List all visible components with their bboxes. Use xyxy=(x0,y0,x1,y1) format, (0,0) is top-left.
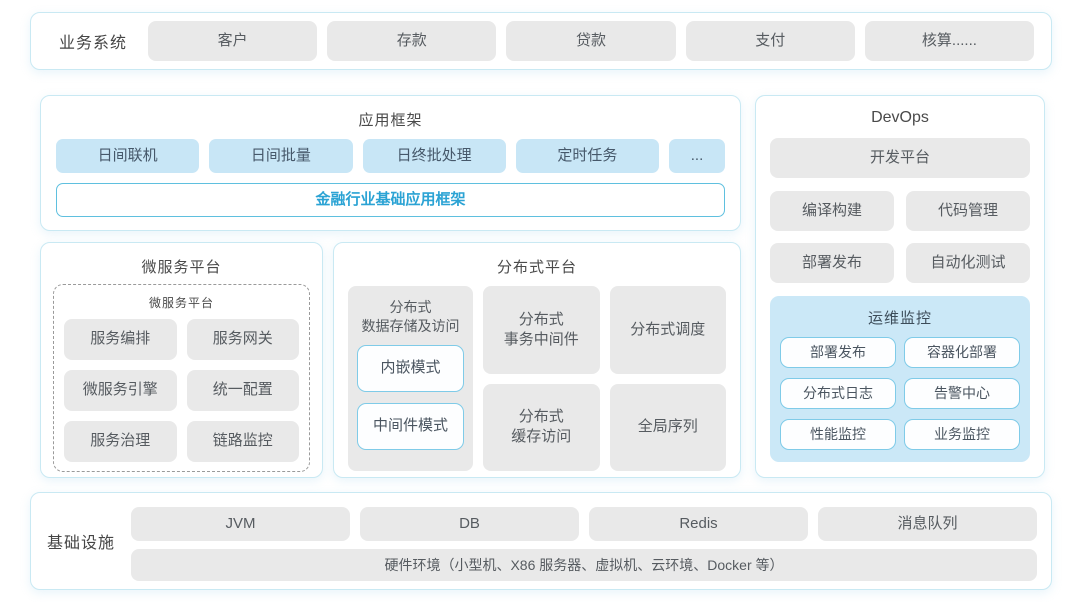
infrastructure-label: 基础设施 xyxy=(46,535,115,552)
devops-node-deploy: 部署发布 xyxy=(770,243,894,283)
dist-mode-middleware: 中间件模式 xyxy=(357,402,464,450)
business-system-node-deposit: 存款 xyxy=(327,21,497,61)
app-module-eod-batch: 日终批处理 xyxy=(362,139,506,173)
distributed-items: 分布式 数据存储及访问 内嵌模式 中间件模式 分布式 事务中间件 分布式调度 分… xyxy=(348,286,726,471)
devops-tools: 编译构建 代码管理 部署发布 自动化测试 xyxy=(770,191,1030,283)
micro-node-orchestration: 服务编排 xyxy=(64,319,177,360)
business-system-node-loan: 贷款 xyxy=(506,21,676,61)
micro-node-unified-config: 统一配置 xyxy=(186,370,299,411)
micro-node-governance: 服务治理 xyxy=(64,421,177,462)
micro-node-engine: 微服务引擎 xyxy=(64,370,177,411)
ops-monitoring-items: 部署发布 容器化部署 分布式日志 告警中心 性能监控 业务监控 xyxy=(780,337,1020,450)
monitor-node-perf-monitor: 性能监控 xyxy=(780,419,896,450)
microservice-items: 服务编排 服务网关 微服务引擎 统一配置 服务治理 链路监控 xyxy=(64,319,299,462)
section-business-systems: 业务系统 客户 存款 贷款 支付 核算...... xyxy=(30,12,1052,70)
dist-node-scheduling: 分布式调度 xyxy=(609,286,726,374)
devops-node-dev-platform: 开发平台 xyxy=(770,138,1030,178)
monitor-node-alert-center: 告警中心 xyxy=(904,378,1020,409)
section-app-framework: 应用框架 日间联机 日间批量 日终批处理 定时任务 ... 金融行业基础应用框架 xyxy=(40,95,741,231)
app-module-daytime-batch: 日间批量 xyxy=(209,139,353,173)
business-systems-label: 业务系统 xyxy=(58,35,127,52)
section-distributed-platform: 分布式平台 分布式 数据存储及访问 内嵌模式 中间件模式 分布式 事务中间件 分… xyxy=(333,242,741,478)
infra-node-redis: Redis xyxy=(589,507,808,541)
dist-mode-embedded: 内嵌模式 xyxy=(357,344,464,392)
devops-node-build: 编译构建 xyxy=(770,191,894,231)
app-framework-title: 应用框架 xyxy=(358,112,423,129)
monitor-node-container-deploy: 容器化部署 xyxy=(904,337,1020,368)
devops-node-auto-test: 自动化测试 xyxy=(906,243,1030,283)
microservice-inner-title: 微服务平台 xyxy=(148,296,214,310)
monitor-node-distributed-log: 分布式日志 xyxy=(780,378,896,409)
ops-monitoring-group: 运维监控 部署发布 容器化部署 分布式日志 告警中心 性能监控 业务监控 xyxy=(770,296,1030,462)
dist-storage-label: 分布式 数据存储及访问 xyxy=(361,299,460,334)
dist-node-transaction-mw: 分布式 事务中间件 xyxy=(483,286,600,374)
dist-node-cache-access: 分布式 缓存访问 xyxy=(483,383,600,471)
base-app-framework-node: 金融行业基础应用框架 xyxy=(56,183,725,217)
ops-monitoring-title: 运维监控 xyxy=(867,310,932,327)
infra-node-hardware-env: 硬件环境（小型机、X86 服务器、虚拟机、云环境、Docker 等） xyxy=(131,549,1037,581)
micro-node-gateway: 服务网关 xyxy=(186,319,299,360)
app-framework-modules: 日间联机 日间批量 日终批处理 定时任务 ... xyxy=(56,139,725,173)
micro-node-trace-monitor: 链路监控 xyxy=(186,421,299,462)
devops-title: DevOps xyxy=(871,109,929,126)
section-microservice-platform: 微服务平台 微服务平台 服务编排 服务网关 微服务引擎 统一配置 服务治理 链路… xyxy=(40,242,323,478)
section-devops: DevOps 开发平台 编译构建 代码管理 部署发布 自动化测试 运维监控 部署… xyxy=(755,95,1045,478)
distributed-platform-title: 分布式平台 xyxy=(496,259,577,276)
devops-node-code-mgmt: 代码管理 xyxy=(906,191,1030,231)
business-system-node-payment: 支付 xyxy=(685,21,855,61)
infra-node-mq: 消息队列 xyxy=(818,507,1037,541)
monitor-node-business-monitor: 业务监控 xyxy=(904,419,1020,450)
microservice-inner-group: 微服务平台 服务编排 服务网关 微服务引擎 统一配置 服务治理 链路监控 xyxy=(53,284,310,472)
dist-node-global-sequence: 全局序列 xyxy=(609,383,726,471)
infra-node-jvm: JVM xyxy=(131,507,350,541)
microservice-platform-title: 微服务平台 xyxy=(141,259,222,276)
infrastructure-items: JVM DB Redis 消息队列 硬件环境（小型机、X86 服务器、虚拟机、云… xyxy=(131,493,1037,589)
business-system-node-accounting: 核算...... xyxy=(864,21,1035,61)
section-infrastructure: 基础设施 JVM DB Redis 消息队列 硬件环境（小型机、X86 服务器、… xyxy=(30,492,1052,590)
app-module-scheduled-task: 定时任务 xyxy=(515,139,659,173)
app-module-more: ... xyxy=(669,139,725,173)
app-module-daytime-online: 日间联机 xyxy=(56,139,200,173)
monitor-node-deploy-release: 部署发布 xyxy=(780,337,896,368)
business-system-node-customer: 客户 xyxy=(148,21,318,61)
dist-node-data-storage: 分布式 数据存储及访问 内嵌模式 中间件模式 xyxy=(348,286,473,471)
infra-node-db: DB xyxy=(360,507,579,541)
